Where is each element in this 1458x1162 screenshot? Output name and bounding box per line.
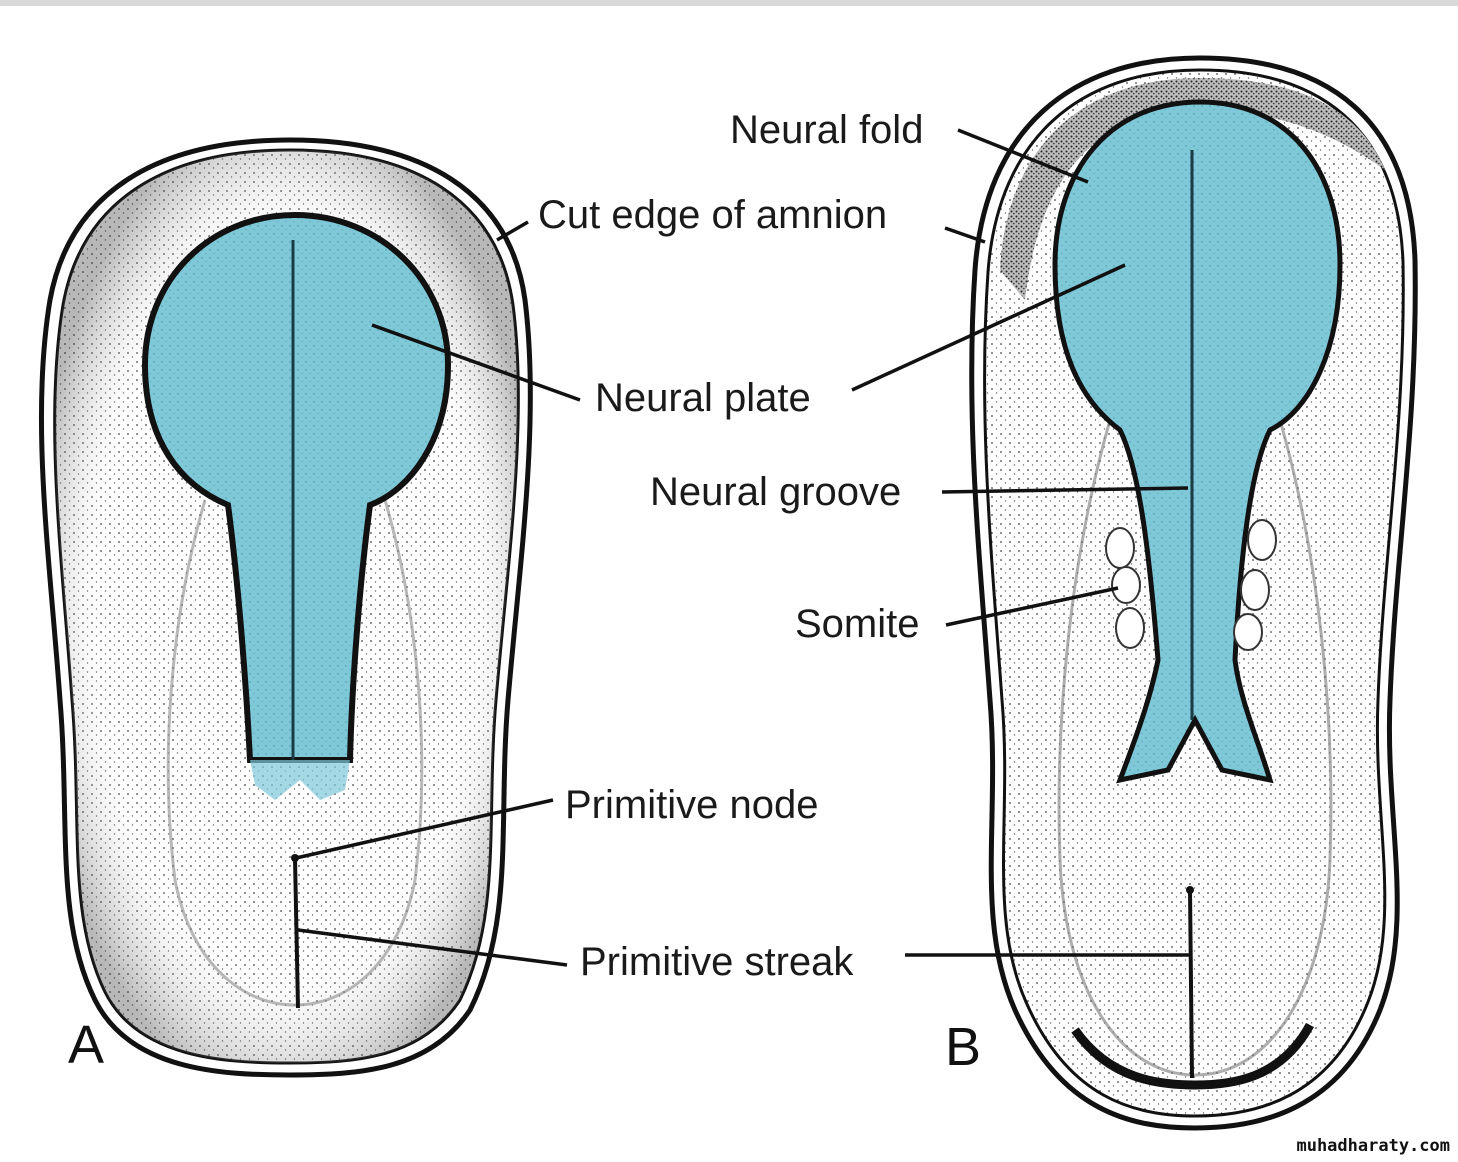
- top-divider: [0, 0, 1458, 6]
- label-primitive-node: Primitive node: [565, 783, 819, 827]
- primitive-streak-b: [1188, 889, 1194, 1079]
- leader-somite: [945, 586, 1119, 627]
- amnion-outer-a: [38, 137, 533, 1078]
- somites-right: [1233, 519, 1277, 651]
- label-primitive-streak: Primitive streak: [580, 940, 854, 984]
- embryo-b: [969, 55, 1418, 1131]
- leader-lines: [295, 128, 1190, 967]
- label-somite: Somite: [795, 602, 920, 646]
- embryo-a: [38, 137, 533, 1078]
- label-neural-groove: Neural groove: [650, 470, 902, 514]
- neural-plate-b: [1052, 99, 1343, 784]
- watermark: muhadharaty.com: [1296, 1136, 1450, 1156]
- leader-primitive-streak-a: [297, 928, 568, 967]
- leader-neural-fold: [957, 128, 1089, 184]
- leader-neural-groove: [941, 486, 1189, 494]
- primitive-streak-a: [293, 857, 300, 1009]
- panel-label-a: A: [68, 1015, 105, 1075]
- leader-cut-edge-b: [944, 226, 986, 244]
- amnion-outer-b: [969, 55, 1418, 1131]
- leader-neural-plate-a: [371, 323, 581, 402]
- somites-left: [1105, 527, 1145, 649]
- label-cut-edge-of-amnion: Cut edge of amnion: [538, 193, 888, 237]
- label-neural-plate: Neural plate: [595, 376, 811, 420]
- leader-cut-edge-a: [496, 220, 529, 242]
- panel-label-b: B: [945, 1017, 982, 1077]
- label-neural-fold: Neural fold: [730, 108, 924, 152]
- leader-primitive-node: [295, 798, 554, 860]
- leader-neural-plate-b: [851, 263, 1126, 392]
